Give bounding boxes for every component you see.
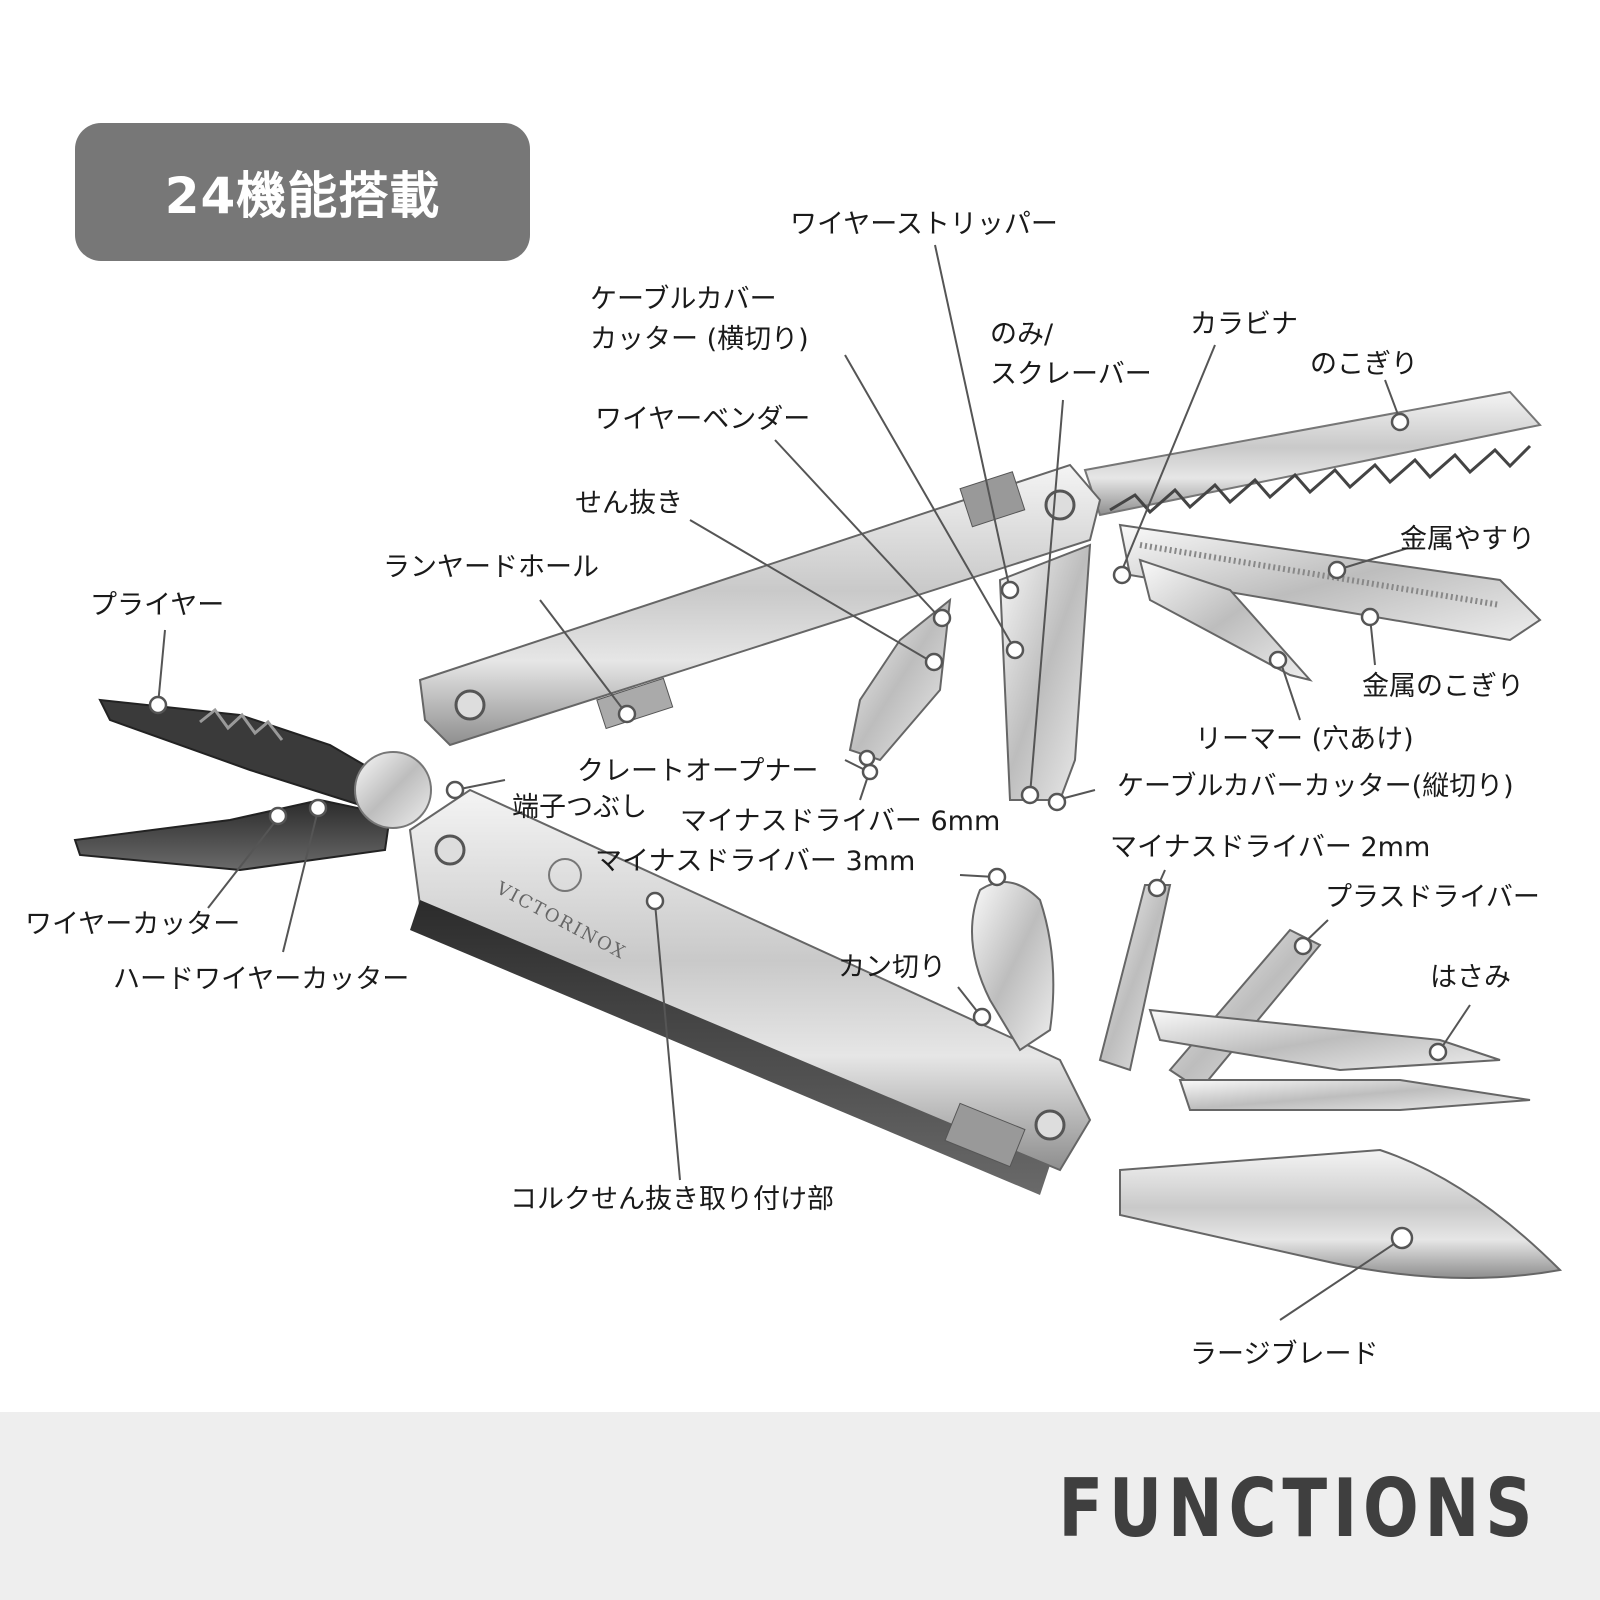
dot-pliers: [148, 695, 168, 715]
label-carabiner: カラビナ: [1190, 309, 1298, 340]
label-lanyard-hole: ランヤードホール: [383, 552, 599, 583]
label-large-blade: ラージブレード: [1190, 1339, 1379, 1370]
dot-corkscrew-mount: [645, 891, 665, 911]
footer-banner: FUNCTIONS: [0, 1412, 1600, 1600]
label-metal-saw: 金属のこぎり: [1362, 671, 1524, 702]
can-opener-tool: [971, 881, 1055, 1052]
leader-dots: [148, 412, 1448, 1250]
screwdriver-2mm-tool: [1098, 884, 1172, 1072]
badge-text: 24機能搭載: [164, 167, 441, 225]
label-cable-cover-cutter-vertical: ケーブルカバーカッター(縦切り): [1117, 771, 1514, 802]
label-screwdriver-6mm: マイナスドライバー 6mm: [680, 806, 1001, 837]
dot-carabiner: [1112, 565, 1132, 585]
dot-wire-bender: [932, 608, 952, 628]
dot-screwdriver-6mm: [1020, 785, 1040, 805]
label-corkscrew-mount: コルクせん抜き取り付け部: [510, 1184, 834, 1215]
dot-saw: [1390, 412, 1410, 432]
reamer-tool: [1138, 558, 1313, 682]
screwdriver-6mm-tool: [998, 543, 1092, 801]
dot-lanyard-hole: [617, 704, 637, 724]
feature-count-badge: 24機能搭載: [75, 123, 530, 261]
label-bottle-opener: せん抜き: [575, 488, 683, 519]
dot-metal-saw: [1360, 607, 1380, 627]
dot-screwdriver-6mm-b: [861, 763, 879, 781]
pliers-head: [73, 698, 432, 872]
label-metal-file: 金属やすり: [1400, 524, 1535, 555]
leader-lines: [157, 244, 1471, 1321]
dot-screwdriver-3mm: [987, 867, 1007, 887]
dot-wire-cutter: [268, 806, 288, 826]
dot-wire-stripper: [1000, 580, 1020, 600]
label-saw: のこぎり: [1310, 349, 1418, 380]
multitool-illustration: VICTORINOX: [73, 244, 1563, 1321]
dot-metal-file: [1327, 560, 1347, 580]
dot-reamer: [1268, 650, 1288, 670]
scissors-tool: [1148, 1008, 1531, 1111]
dot-large-blade: [1390, 1226, 1414, 1250]
large-blade-tool: [1119, 1148, 1563, 1279]
upper-handle: [418, 463, 1102, 747]
dot-crate-opener: [858, 749, 876, 767]
dot-cable-cover-cutter-h: [1005, 640, 1025, 660]
label-screwdriver-3mm: マイナスドライバー 3mm: [595, 846, 916, 877]
lower-handle: VICTORINOX: [408, 788, 1092, 1195]
footer-title: FUNCTIONS: [1058, 1462, 1538, 1555]
label-phillips-screwdriver: プラスドライバー: [1325, 882, 1540, 913]
label-crimper: 端子つぶし: [512, 792, 647, 823]
label-screwdriver-2mm: マイナスドライバー 2mm: [1110, 832, 1431, 863]
dot-screwdriver-2mm: [1147, 878, 1167, 898]
metal-file-tool: [1118, 523, 1542, 642]
dot-hard-wire-cutter: [308, 798, 328, 818]
label-wire-bender: ワイヤーベンダー: [595, 404, 811, 435]
label-scissors: はさみ: [1430, 962, 1511, 993]
label-reamer: リーマー (穴あけ): [1195, 724, 1414, 755]
label-crate-opener: クレートオープナー: [577, 756, 819, 787]
label-wire-cutter: ワイヤーカッター: [25, 909, 241, 940]
dot-bottle-opener: [924, 652, 944, 672]
label-pliers: プライヤー: [90, 590, 225, 621]
label-can-opener: カン切り: [838, 952, 946, 983]
dot-phillips: [1293, 936, 1313, 956]
dot-cable-cover-cutter-v: [1047, 792, 1067, 812]
phillips-screwdriver-tool: [1168, 928, 1322, 1092]
label-hard-wire-cutter: ハードワイヤーカッター: [113, 964, 410, 995]
crate-opener-tool: [848, 597, 952, 762]
dot-can-opener: [972, 1007, 992, 1027]
label-chisel-scraper: のみ/ スクレーバー: [990, 319, 1152, 390]
label-wire-stripper: ワイヤーストリッパー: [790, 209, 1058, 240]
dot-crimper: [445, 780, 465, 800]
label-cable-cover-cutter-horizontal: ケーブルカバー カッター (横切り): [590, 284, 809, 355]
dot-scissors: [1428, 1042, 1448, 1062]
cross-shield-logo: [548, 858, 582, 892]
